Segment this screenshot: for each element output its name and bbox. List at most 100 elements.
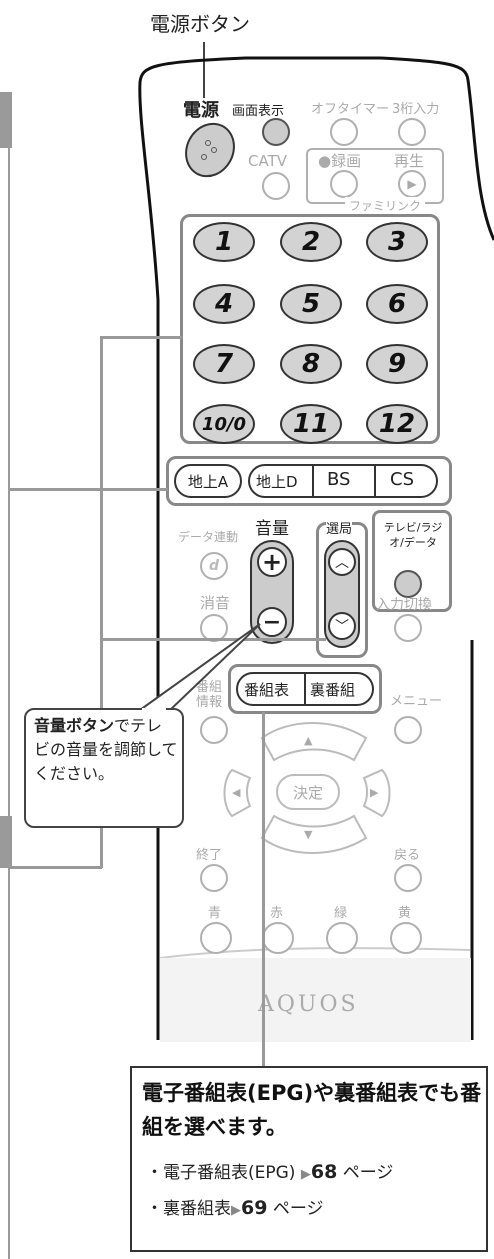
volume-up-icon[interactable]: + [257,547,287,577]
channel-down-icon[interactable]: ﹀ [328,612,356,640]
terrestrial-digital-button[interactable]: 地上D [256,473,298,491]
back-button[interactable] [394,864,422,892]
broadcast-pill-group [248,464,438,498]
power-label: 電源 [183,100,219,121]
info-item-other-text: 裏番組表 [163,1199,231,1219]
program-info-button[interactable] [200,716,228,744]
num-button-12[interactable]: 12 [366,404,428,444]
red-label: 赤 [270,906,284,921]
blue-label: 青 [208,906,222,921]
num-button-10[interactable]: 10/0 [193,404,255,444]
cs-button[interactable]: CS [390,469,414,490]
mute-button[interactable] [200,614,228,642]
tv-radio-data-label: テレビ/ラジオ/データ [383,521,443,549]
left-line-top [8,148,10,816]
num-button-4[interactable]: 4 [193,284,255,324]
num-button-1[interactable]: 1 [193,222,255,262]
pointer-line-vertical [100,338,103,868]
other-programs-button[interactable]: 裏番組 [310,681,356,699]
pointer-line-epg [262,712,265,1068]
exit-button[interactable] [200,864,228,892]
mute-label: 消音 [200,594,231,612]
play-label: 再生 [394,152,425,170]
arrow-right-icon: ▶ [300,1167,311,1182]
num-button-9[interactable]: 9 [366,344,428,384]
left-bar-top [0,92,12,148]
bullet-icon: ・ [146,1199,163,1219]
pointer-line-broadcast [10,488,168,491]
left-bar-bottom [0,816,12,868]
familink-label: ファミリンク [345,197,426,214]
enter-button[interactable]: 決定 [276,774,340,810]
tv-radio-data-button[interactable] [394,570,422,598]
bs-button[interactable]: BS [327,469,351,490]
info-item-other-suffix: ページ [272,1199,324,1219]
menu-button[interactable] [394,716,422,744]
record-label: ●録画 [318,152,362,170]
num-button-11[interactable]: 11 [280,404,342,444]
up-arrow-icon[interactable]: ▲ [304,734,313,747]
left-line-bottom [8,868,10,1259]
volume-down-icon[interactable]: − [257,607,287,637]
blue-button[interactable] [200,922,232,954]
play-button[interactable]: ▶ [398,170,426,198]
right-arrow-icon[interactable]: ▶ [370,786,379,799]
input-switch-label: 入力切換 [376,597,432,613]
data-link-label: データ連動 [178,530,239,544]
three-digit-label: 3桁入力 [392,102,440,117]
green-label: 緑 [334,906,348,921]
offtimer-label: オフタイマー [311,102,390,117]
enter-label: 決定 [292,783,323,802]
red-button[interactable] [262,922,294,954]
bullet-icon: ・ [146,1163,163,1183]
num-button-2[interactable]: 2 [280,222,342,262]
play-icon: ▶ [407,177,417,191]
num-button-3[interactable]: 3 [366,222,428,262]
lower-face-shade [160,958,471,1042]
info-box [130,1066,488,1252]
d-icon: d [208,558,220,574]
three-digit-button[interactable] [398,118,426,146]
epg-divider [304,674,306,704]
channel-up-icon[interactable]: ︿ [328,548,356,576]
menu-label: メニュー [390,694,443,709]
program-guide-button[interactable]: 番組表 [244,681,290,699]
terrestrial-analog-button[interactable]: 地上A [174,464,242,498]
offtimer-button[interactable] [330,118,358,146]
info-item-other-page[interactable]: 69 [241,1197,268,1219]
power-button-caption: 電源ボタン [150,12,250,36]
back-label: 戻る [394,848,421,863]
broadcast-divider-b [374,466,376,496]
display-label: 画面表示 [232,104,285,119]
info-item-epg-suffix: ページ [342,1163,394,1183]
data-link-button[interactable]: d [200,552,228,580]
power-dot-b [211,147,217,153]
left-arrow-icon[interactable]: ◀ [232,786,241,799]
num-button-8[interactable]: 8 [280,344,342,384]
callout-rest: でテレビの音量を調節してください。 [34,716,178,783]
display-button[interactable] [262,118,290,146]
power-dot-a [205,140,211,146]
num-button-5[interactable]: 5 [280,284,342,324]
program-info-label: 番組情報 [196,680,223,710]
yellow-button[interactable] [390,922,422,954]
catv-button[interactable] [262,172,290,200]
record-button[interactable] [330,170,358,198]
exit-label: 終了 [196,848,223,863]
info-heading: 電子番組表(EPG)や裏番組表でも番組を選べます。 [142,1081,482,1139]
input-switch-button[interactable] [394,614,422,642]
info-item-epg-page[interactable]: 68 [310,1161,338,1183]
volume-label: 音量 [255,519,289,539]
callout-pointer-cover [142,708,166,712]
broadcast-frame [166,456,452,506]
info-item-epg: ・電子番組表(EPG) ▶68 ページ [146,1158,393,1183]
pointer-line-volume [100,638,326,641]
down-arrow-icon[interactable]: ▼ [304,828,313,841]
arrow-right-icon: ▶ [231,1203,241,1218]
caption-line [203,42,205,98]
green-button[interactable] [326,922,358,954]
num-button-6[interactable]: 6 [366,284,428,324]
num-button-7[interactable]: 7 [193,344,255,384]
